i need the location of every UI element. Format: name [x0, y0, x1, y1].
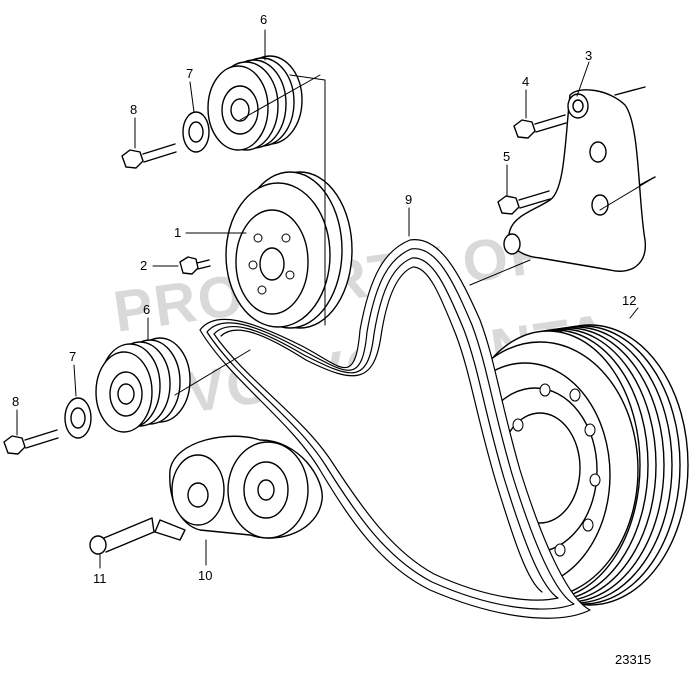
callout-12: 12 [622, 293, 636, 308]
callout-1: 1 [174, 225, 181, 240]
belt-tensioner [154, 435, 323, 541]
bracket [503, 86, 656, 272]
callout-labels: 6 7 8 1 2 3 4 5 9 12 6 7 8 10 11 [12, 12, 636, 586]
pulley-bolt [179, 256, 211, 275]
idler-pulley-top [207, 55, 303, 151]
figure-number: 23315 [615, 652, 651, 667]
callout-4: 4 [522, 74, 529, 89]
belt-pulley [225, 171, 353, 329]
tensioner-bolt [89, 517, 155, 555]
callout-3: 3 [585, 48, 592, 63]
callout-6-top: 6 [260, 12, 267, 27]
callout-2: 2 [140, 258, 147, 273]
callout-8-top: 8 [130, 102, 137, 117]
idler-bolt-lower [3, 429, 59, 455]
callout-7-lower: 7 [69, 349, 76, 364]
bracket-bolt-lower [497, 190, 551, 215]
idler-bolt-top [121, 143, 177, 169]
washer-lower [64, 397, 92, 439]
bracket-bolt-upper [513, 114, 567, 139]
callout-8-lower: 8 [12, 394, 19, 409]
callout-6-lower: 6 [143, 302, 150, 317]
callout-9: 9 [405, 192, 412, 207]
drive-belt [199, 239, 591, 619]
callout-7-top: 7 [186, 66, 193, 81]
callout-10: 10 [198, 568, 212, 583]
idler-pulley-lower [95, 337, 191, 433]
callout-11: 11 [93, 571, 107, 586]
leader-lines [16, 29, 651, 569]
washer-top [182, 111, 210, 153]
callout-5: 5 [503, 149, 510, 164]
